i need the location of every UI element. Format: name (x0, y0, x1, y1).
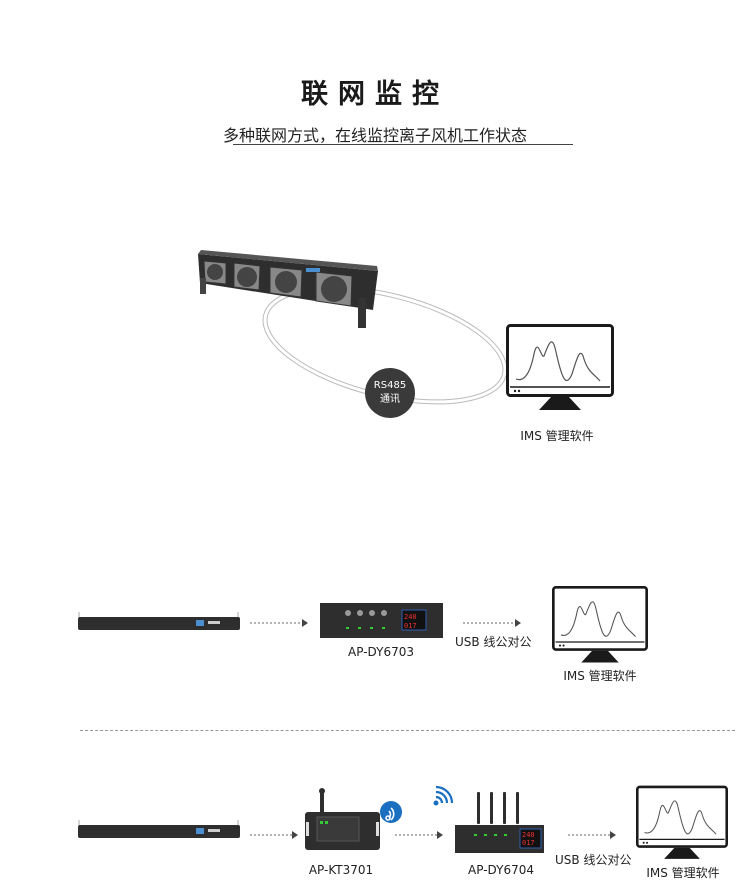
rs485-connection-badge: RS485 通讯 (365, 368, 415, 418)
transmitter-ap-kt3701-image (305, 788, 380, 850)
dotted-arrow (463, 619, 521, 627)
dotted-arrow (568, 831, 616, 839)
usb-cable-label: USB 线公对公 (455, 635, 532, 649)
page-title: 联网监控 (301, 79, 449, 110)
svg-text:017: 017 (404, 622, 417, 630)
communication-label: 通讯 (380, 394, 400, 405)
ims-software-label: IMS 管理软件 (563, 669, 637, 683)
usb-cable-label: USB 线公对公 (555, 853, 632, 867)
dotted-arrow (250, 831, 298, 839)
svg-text:017: 017 (522, 839, 535, 847)
monitor-icon (506, 324, 614, 410)
transmitter-label: AP-KT3701 (308, 863, 374, 877)
wifi-signal-icon (433, 785, 454, 806)
ims-software-label: IMS 管理软件 (520, 429, 594, 443)
svg-text:240: 240 (522, 831, 535, 839)
receiver-label: AP-DY6704 (468, 863, 534, 877)
ion-bar-side-image (78, 612, 240, 630)
svg-text:240: 240 (404, 613, 417, 621)
section-divider (80, 730, 735, 731)
receiver-ap-dy6704-image: 240 017 (455, 792, 544, 853)
subtitle-underline (233, 144, 573, 145)
ims-software-label: IMS 管理软件 (646, 866, 720, 880)
dotted-arrow (250, 619, 308, 627)
monitor-icon (552, 586, 648, 663)
controller-label: AP-DY6703 (348, 645, 414, 659)
monitor-icon (636, 785, 728, 859)
wifi-icon (380, 801, 402, 823)
page-subtitle: 多种联网方式，在线监控离子风机工作状态 (222, 126, 527, 145)
rs485-label: RS485 (373, 380, 407, 391)
dotted-arrow (395, 831, 443, 839)
ion-bar-side-image (78, 820, 240, 838)
controller-ap-dy6703-image: 240 017 (320, 603, 443, 638)
